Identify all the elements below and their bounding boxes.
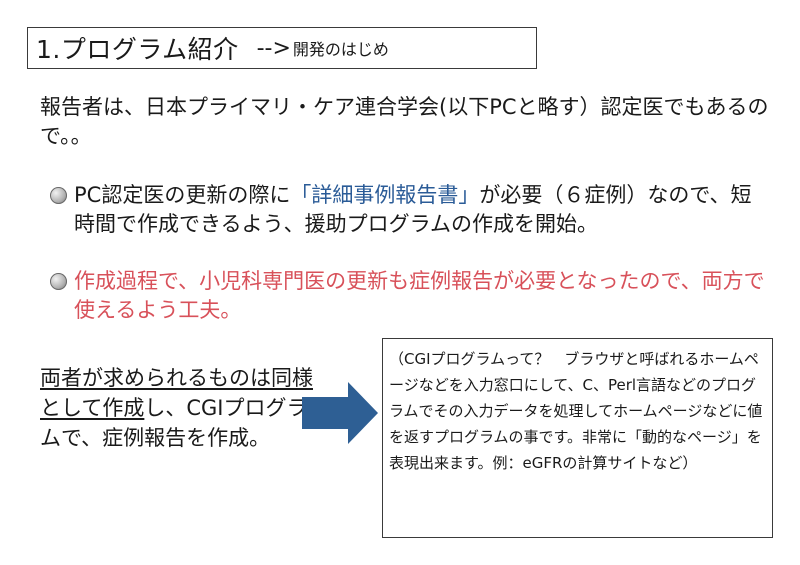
- bullet-text-after: が必要（６症例）なので、短時間で作成できるよう、援助プログラムの作成を開始。: [74, 183, 752, 236]
- bullet-item-pediatrics: 作成過程で、小児科専門医の更新も症例報告が必要となったので、両方で使えるよう工夫…: [50, 267, 770, 325]
- bullet-highlight: 「詳細事例報告書」: [290, 183, 480, 207]
- right-arrow-icon: [302, 382, 378, 444]
- slide-title-box: 1.プログラム紹介 --> 開発のはじめ: [27, 27, 537, 69]
- cgi-explanation-box: （CGIプログラムって？ ブラウザと呼ばれるホームページなどを入力窓口にして、C…: [382, 338, 773, 538]
- summary-rest: し、CGIプログラムで、症例報告を作成。: [40, 396, 308, 450]
- gray-sphere-bullet-icon: [50, 273, 67, 290]
- bullet-text-before: PC認定医の更新の際に: [74, 183, 291, 207]
- slide-title: 1.プログラム紹介: [36, 35, 239, 64]
- bullet-text: 作成過程で、小児科専門医の更新も症例報告が必要となったので、両方で使えるよう工夫…: [74, 269, 765, 322]
- title-arrow-text: -->: [256, 35, 291, 61]
- intro-text: 報告者は、日本プライマリ・ケア連合学会(以下PCと略す）認定医でもあるので。。: [40, 95, 769, 148]
- slide-subtitle: 開発のはじめ: [292, 40, 389, 59]
- gray-sphere-bullet-icon: [50, 187, 67, 204]
- summary-text: 両者が求められるものは同様として作成し、CGIプログラムで、症例報告を作成。: [40, 363, 315, 453]
- summary-underlined: 両者が求められるものは同様として作成: [40, 366, 313, 420]
- bullet-item-renewal: PC認定医の更新の際に「詳細事例報告書」が必要（６症例）なので、短時間で作成でき…: [50, 181, 770, 239]
